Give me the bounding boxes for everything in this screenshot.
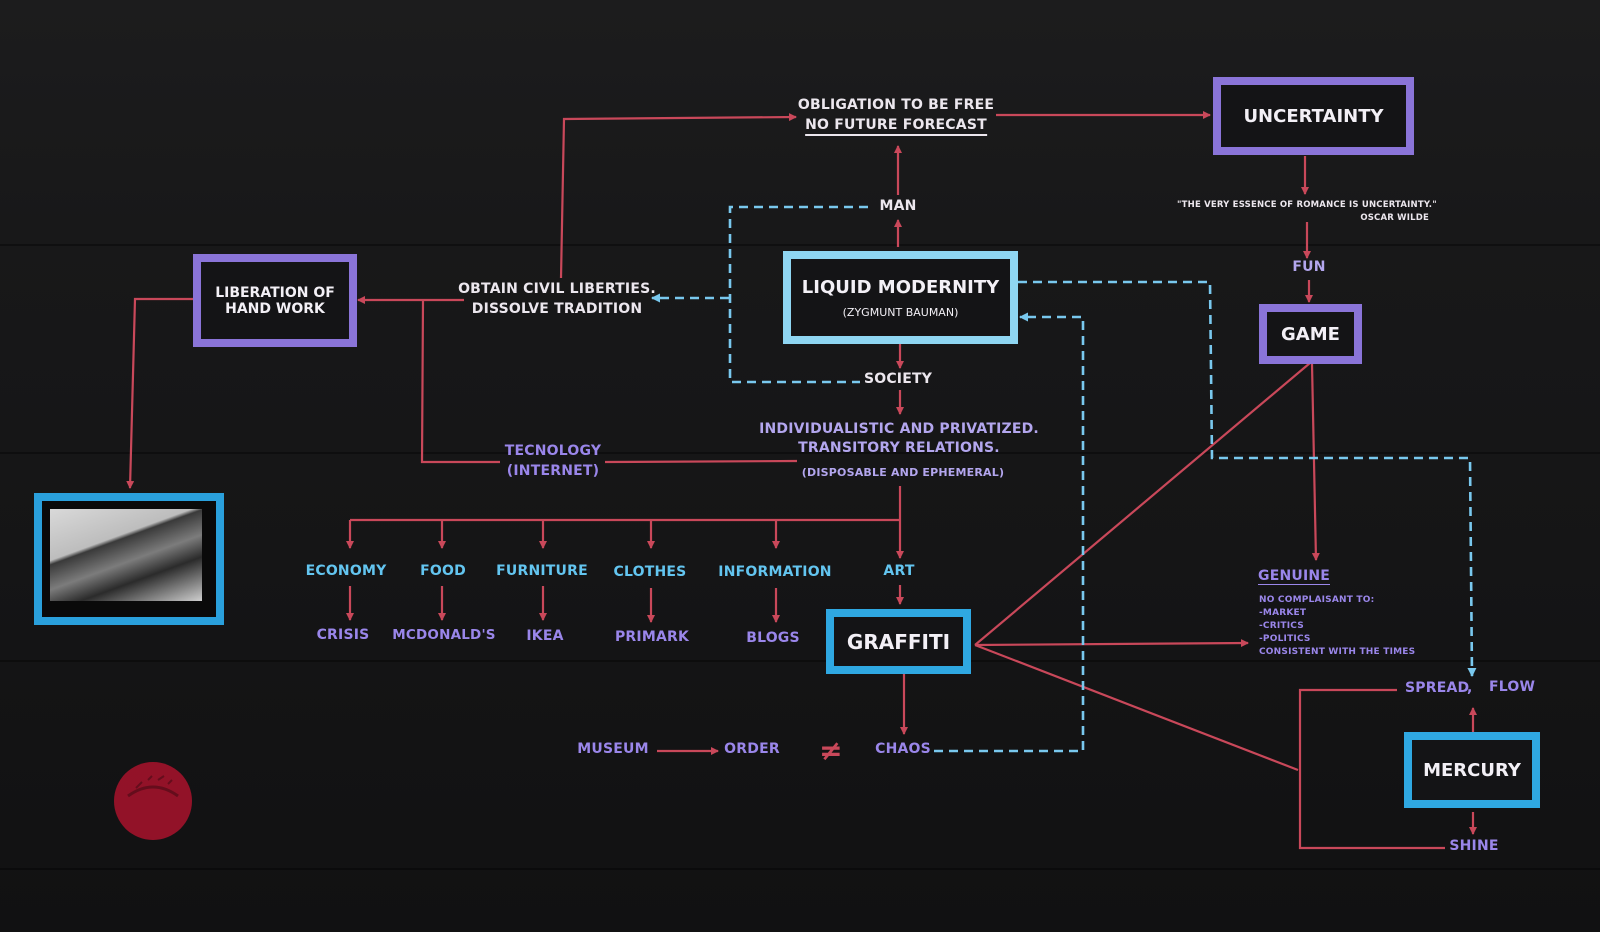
liberation-line2: HAND WORK: [225, 300, 325, 317]
category-economy: ECONOMY: [305, 563, 387, 579]
quote-author: OSCAR WILDE: [1360, 213, 1429, 223]
dashed-center-to-spread: [1018, 280, 1477, 677]
panel-seam: [0, 244, 1600, 246]
liquid-modernity-title: LIQUID MODERNITY: [801, 276, 1000, 298]
dashed-man-society-loop: [728, 205, 868, 384]
uncertainty-box: UNCERTAINTY: [1213, 77, 1414, 155]
category-information: INFORMATION: [718, 564, 832, 580]
individualistic-text: INDIVIDUALISTIC AND PRIVATIZED.: [759, 421, 1039, 437]
dashed-chaos-to-center: [934, 312, 1085, 753]
transitory-text: TRANSITORY RELATIONS.: [798, 440, 1000, 456]
video-still-image: [50, 509, 202, 601]
example-ikea: IKEA: [526, 628, 564, 644]
internet-text: (INTERNET): [506, 463, 600, 479]
arrow-graffiti-to-genuine: [974, 639, 1249, 648]
mercury-title: MERCURY: [1423, 759, 1521, 781]
order-text: ORDER: [724, 741, 780, 757]
category-food: FOOD: [420, 563, 466, 579]
arrow-tech-to-civil: [420, 300, 500, 464]
graffiti-box: GRAFFITI: [826, 609, 971, 674]
spread-text: SPREAD: [1405, 680, 1470, 696]
wilde-quote: "THE VERY ESSENCE OF ROMANCE IS UNCERTAI…: [1177, 200, 1437, 210]
civil-liberties-text: OBTAIN CIVIL LIBERTIES.: [458, 281, 656, 297]
genuine-line: -MARKET: [1259, 608, 1307, 618]
mercury-box: MERCURY: [1404, 732, 1540, 808]
disposable-text: (DISPOSABLE AND EPHEMERAL): [801, 466, 1005, 479]
mercury-bracket: [1298, 688, 1445, 850]
comma-text: ,: [1467, 680, 1473, 696]
category-art: ART: [883, 563, 915, 579]
example-mcdonalds: MCDONALD'S: [392, 627, 496, 643]
genuine-line: -POLITICS: [1259, 634, 1311, 644]
man-text: MAN: [879, 198, 917, 214]
arrow-civil-to-obligation: [559, 113, 797, 279]
not-equal-sign: ≠: [819, 734, 843, 767]
obligation-text: OBLIGATION TO BE FREE: [797, 97, 995, 113]
tv-monitor-icon: [34, 493, 224, 625]
bauman-author: (ZYGMUNT BAUMAN): [842, 305, 959, 319]
category-furniture: FURNITURE: [496, 563, 588, 579]
red-seal-logo: [114, 762, 192, 840]
line-graffiti-to-game: [974, 362, 1311, 646]
arrow-individualistic-to-tech: [604, 459, 798, 464]
arrow-game-to-genuine: [1310, 363, 1320, 561]
genuine-title: GENUINE: [1258, 568, 1331, 585]
category-clothes: CLOTHES: [613, 564, 687, 580]
no-future-text: NO FUTURE FORECAST: [805, 117, 987, 136]
genuine-line: -CRITICS: [1259, 621, 1304, 631]
society-text: SOCIETY: [863, 371, 933, 387]
example-blogs: BLOGS: [746, 630, 800, 646]
panel-seam: [0, 660, 1600, 662]
line-graffiti-to-mercury: [974, 643, 1299, 772]
liberation-line1: LIBERATION OF: [215, 284, 335, 301]
museum-text: MUSEUM: [577, 741, 649, 757]
genuine-line: NO COMPLAISANT TO:: [1259, 595, 1375, 605]
fun-text: FUN: [1292, 259, 1326, 275]
seal-icon: [127, 775, 179, 798]
game-title: GAME: [1281, 323, 1340, 345]
uncertainty-title: UNCERTAINTY: [1243, 105, 1384, 127]
example-primark: PRIMARK: [614, 629, 690, 645]
chaos-text: CHAOS: [875, 741, 931, 757]
game-box: GAME: [1259, 304, 1362, 364]
liberation-box: LIBERATION OF HAND WORK: [193, 254, 357, 347]
panel-seam: [0, 868, 1600, 870]
dissolve-tradition-text: DISSOLVE TRADITION: [471, 301, 643, 317]
genuine-line: CONSISTENT WITH THE TIMES: [1259, 647, 1416, 657]
shine-text: SHINE: [1449, 838, 1499, 854]
liquid-modernity-box: LIQUID MODERNITY (ZYGMUNT BAUMAN): [783, 251, 1018, 344]
tecnology-text: TECNOLOGY: [504, 443, 602, 459]
tv-screen: [42, 501, 216, 617]
panel-seam: [0, 452, 1600, 454]
arrow-liberation-to-tv: [126, 297, 196, 489]
example-crisis: CRISIS: [316, 627, 370, 643]
flow-text: FLOW: [1489, 679, 1536, 695]
graffiti-title: GRAFFITI: [846, 629, 951, 654]
